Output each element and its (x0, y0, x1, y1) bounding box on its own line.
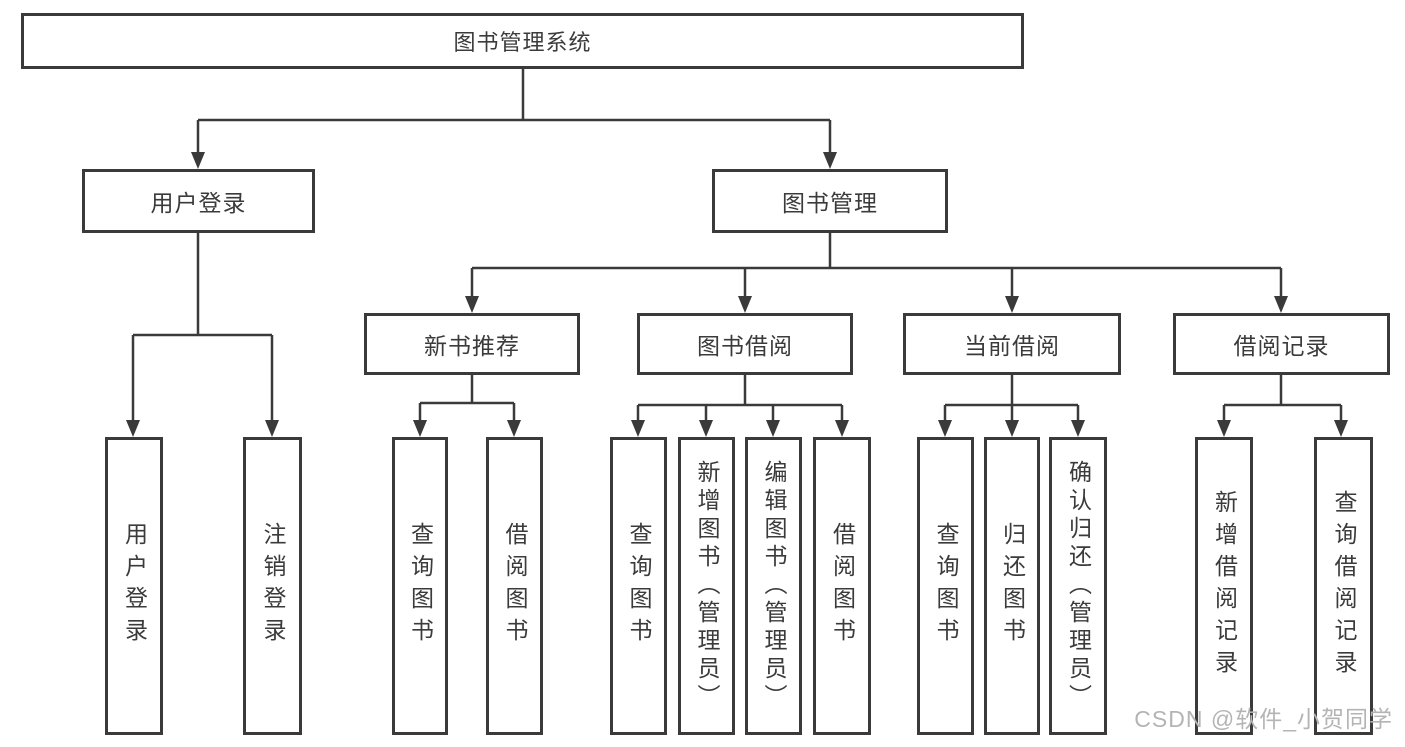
node-label: 新增借阅记录 (1211, 490, 1238, 682)
node-label: 新增图书（管理员） (694, 460, 720, 712)
node-label: 新书推荐 (424, 333, 520, 359)
node-label: 注销登录 (260, 522, 286, 650)
node-book-borrow: 图书借阅 (637, 313, 853, 375)
leaf-edit-books-admin: 编辑图书（管理员） (745, 437, 802, 735)
node-new-book-recommend: 新书推荐 (364, 313, 580, 375)
leaf-borrow-books-1: 借阅图书 (486, 437, 543, 735)
node-label: 借阅图书 (829, 522, 856, 650)
node-book-management: 图书管理 (712, 169, 948, 233)
node-label: 当前借阅 (964, 333, 1060, 359)
node-root-library-system: 图书管理系统 (21, 13, 1024, 69)
node-label: 查询图书 (626, 522, 652, 650)
node-label: 借阅记录 (1233, 333, 1330, 359)
node-label: 图书管理 (782, 190, 878, 216)
node-label: 图书借阅 (697, 333, 793, 359)
leaf-query-books-2: 查询图书 (610, 437, 667, 735)
node-label: 用户登录 (121, 522, 148, 650)
csdn-watermark: CSDN @软件_小贺同学 (1134, 706, 1393, 732)
node-label: 借阅图书 (502, 522, 528, 650)
leaf-query-books-3: 查询图书 (917, 437, 974, 735)
node-label: 图书管理系统 (453, 30, 592, 55)
node-label: 确认归还（管理员） (1065, 460, 1092, 712)
leaf-borrow-books-2: 借阅图书 (813, 437, 871, 735)
leaf-query-borrow-record: 查询借阅记录 (1314, 437, 1373, 735)
leaf-return-books: 归还图书 (984, 437, 1040, 735)
node-label: 编辑图书（管理员） (761, 460, 787, 712)
node-label: 归还图书 (999, 522, 1026, 650)
node-user-login: 用户登录 (82, 169, 315, 233)
leaf-user-login: 用户登录 (105, 437, 163, 735)
leaf-add-books-admin: 新增图书（管理员） (678, 437, 735, 735)
node-borrow-record: 借阅记录 (1173, 313, 1390, 375)
node-label: 查询图书 (407, 522, 434, 650)
node-label: 用户登录 (150, 190, 247, 216)
node-current-borrow: 当前借阅 (903, 313, 1121, 375)
leaf-confirm-return-admin: 确认归还（管理员） (1049, 437, 1107, 735)
leaf-logout: 注销登录 (243, 437, 302, 735)
node-label: 查询借阅记录 (1331, 490, 1357, 682)
leaf-add-borrow-record: 新增借阅记录 (1195, 437, 1253, 735)
leaf-query-books-1: 查询图书 (392, 437, 448, 735)
node-label: 查询图书 (933, 522, 959, 650)
